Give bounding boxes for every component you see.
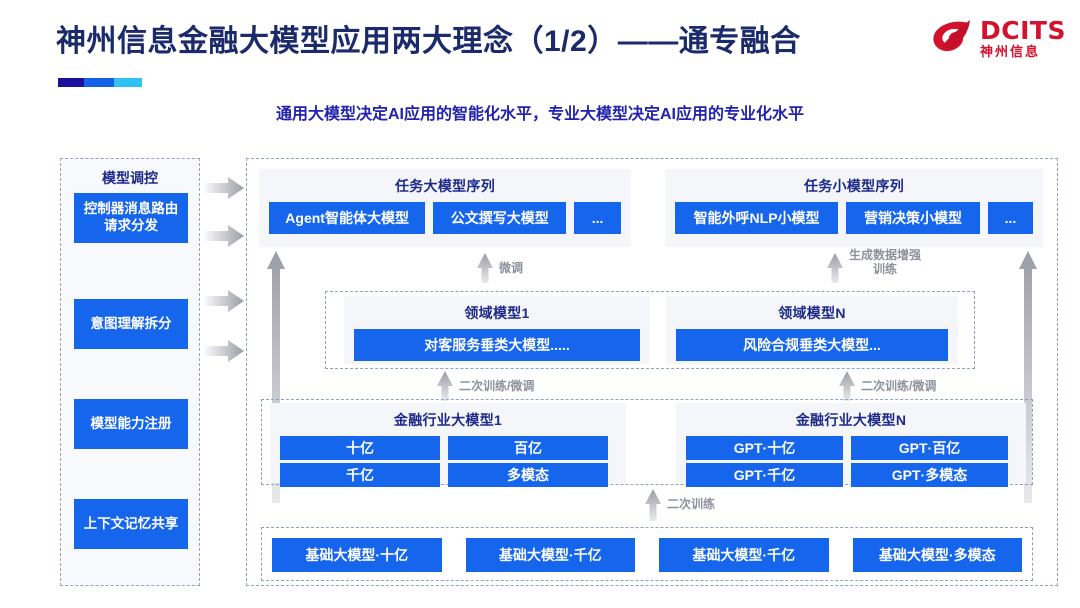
model-control-panel: 模型调控 控制器消息路由请求分发 意图理解拆分 模型能力注册 上下文记忆共享 xyxy=(60,158,200,586)
arrow-label-retrain: 二次训练 xyxy=(667,497,716,511)
domain-model-1-row: 对客服务垂类大模型..... xyxy=(344,323,650,369)
dcits-swirl-icon xyxy=(933,20,971,52)
flow-arrow-up-long-left xyxy=(267,251,285,503)
industry-box-gpt-multimodal[interactable]: GPT·多模态 xyxy=(851,463,1008,487)
domain-model-group-1: 领域模型1 对客服务垂类大模型..... xyxy=(344,296,650,364)
page-title: 神州信息金融大模型应用两大理念（1/2）——通专融合 xyxy=(56,25,801,58)
control-item-context[interactable]: 上下文记忆共享 xyxy=(74,499,188,549)
task-box-doc[interactable]: 公文撰写大模型 xyxy=(433,202,567,234)
task-box-nlp[interactable]: 智能外呼NLP小模型 xyxy=(675,202,839,234)
industry-model-1-row-1: 十亿 百亿 xyxy=(270,430,626,463)
logo-text-cn: 神州信息 xyxy=(980,44,1041,59)
task-big-model-row: Agent智能体大模型 公文撰写大模型 ... xyxy=(259,196,631,242)
logo-text-en: DCITS xyxy=(980,16,1066,45)
domain-model-n-row: 风险合规垂类大模型... xyxy=(666,323,958,369)
industry-box-10b[interactable]: 百亿 xyxy=(448,436,608,460)
flow-arrow-up-retrain-left xyxy=(437,371,453,401)
accent-segment-3 xyxy=(114,78,142,87)
task-box-agent[interactable]: Agent智能体大模型 xyxy=(269,202,426,234)
foundation-box-1b[interactable]: 基础大模型·十亿 xyxy=(272,538,442,572)
task-small-model-group: 任务小模型序列 智能外呼NLP小模型 营销决策小模型 ... xyxy=(665,169,1043,247)
domain-model-container: 领域模型1 对客服务垂类大模型..... 领域模型N 风险合规垂类大模型... xyxy=(325,291,975,369)
domain-model-n-title: 领域模型N xyxy=(778,305,846,321)
flow-arrow-up-retrain-right xyxy=(839,371,855,401)
foundation-box-100b[interactable]: 基础大模型·千亿 xyxy=(465,538,635,572)
foundation-box-multimodal[interactable]: 基础大模型·多模态 xyxy=(852,538,1022,572)
industry-model-1-title: 金融行业大模型1 xyxy=(393,412,503,428)
foundation-box-100b-2[interactable]: 基础大模型·千亿 xyxy=(659,538,829,572)
accent-segment-2 xyxy=(84,78,114,87)
industry-model-group-n: 金融行业大模型N GPT·十亿 GPT·百亿 GPT·千亿 GPT·多模态 xyxy=(676,403,1026,487)
foundation-model-container: 基础大模型·十亿 基础大模型·千亿 基础大模型·千亿 基础大模型·多模态 xyxy=(261,527,1033,581)
task-small-model-title: 任务小模型序列 xyxy=(803,178,905,194)
foundation-model-row: 基础大模型·十亿 基础大模型·千亿 基础大模型·千亿 基础大模型·多模态 xyxy=(262,528,1032,582)
industry-box-gpt-10b[interactable]: GPT·百亿 xyxy=(851,436,1008,460)
flow-arrow-right-1 xyxy=(204,177,244,199)
domain-model-group-n: 领域模型N 风险合规垂类大模型... xyxy=(666,296,958,364)
domain-model-1-title: 领域模型1 xyxy=(464,305,530,321)
domain-box-customer-service[interactable]: 对客服务垂类大模型..... xyxy=(354,329,640,361)
task-big-model-title: 任务大模型序列 xyxy=(394,178,496,194)
task-box-more-2[interactable]: ... xyxy=(987,202,1033,234)
task-big-model-group: 任务大模型序列 Agent智能体大模型 公文撰写大模型 ... xyxy=(259,169,631,247)
control-item-router[interactable]: 控制器消息路由请求分发 xyxy=(74,193,188,243)
flow-arrow-right-4 xyxy=(204,340,244,362)
industry-box-gpt-100b[interactable]: GPT·千亿 xyxy=(686,463,843,487)
flow-arrow-up-long-right xyxy=(1019,251,1037,503)
brand-logo: DCITS 神州信息 xyxy=(930,18,1066,58)
arrow-label-retrain-finetune-right: 二次训练/微调 xyxy=(861,379,937,393)
industry-model-n-title: 金融行业大模型N xyxy=(795,412,907,428)
task-box-more[interactable]: ... xyxy=(574,202,622,234)
arrow-label-finetune: 微调 xyxy=(499,261,524,275)
task-box-marketing[interactable]: 营销决策小模型 xyxy=(846,202,980,234)
flow-arrow-right-2 xyxy=(204,225,244,247)
flow-arrow-right-3 xyxy=(204,290,244,312)
title-accent-bar xyxy=(58,78,142,87)
industry-model-n-row-2: GPT·千亿 GPT·多模态 xyxy=(676,463,1026,495)
industry-box-1b[interactable]: 十亿 xyxy=(280,436,440,460)
industry-model-group-1: 金融行业大模型1 十亿 百亿 千亿 多模态 xyxy=(270,403,626,487)
industry-model-n-row-1: GPT·十亿 GPT·百亿 xyxy=(676,430,1026,463)
model-control-title: 模型调控 xyxy=(102,170,158,186)
flow-arrow-up-retrain-center xyxy=(645,489,661,521)
control-item-registry[interactable]: 模型能力注册 xyxy=(74,399,188,449)
industry-box-multimodal[interactable]: 多模态 xyxy=(448,463,608,487)
task-small-model-row: 智能外呼NLP小模型 营销决策小模型 ... xyxy=(665,196,1043,242)
arrow-label-retrain-finetune-left: 二次训练/微调 xyxy=(459,379,535,393)
arrow-label-data-aug: 生成数据增强 训练 xyxy=(849,248,922,276)
accent-segment-1 xyxy=(58,78,84,87)
industry-model-1-row-2: 千亿 多模态 xyxy=(270,463,626,495)
control-item-intent[interactable]: 意图理解拆分 xyxy=(74,299,188,349)
architecture-diagram: 任务大模型序列 Agent智能体大模型 公文撰写大模型 ... 任务小模型序列 … xyxy=(246,158,1058,586)
industry-box-100b[interactable]: 千亿 xyxy=(280,463,440,487)
flow-arrow-up-data-aug xyxy=(827,253,843,283)
flow-arrow-up-finetune xyxy=(477,253,493,283)
industry-box-gpt-1b[interactable]: GPT·十亿 xyxy=(686,436,843,460)
domain-box-risk-compliance[interactable]: 风险合规垂类大模型... xyxy=(676,329,948,361)
page-subtitle: 通用大模型决定AI应用的智能化水平，专业大模型决定AI应用的专业化水平 xyxy=(275,106,804,123)
industry-model-container: 金融行业大模型1 十亿 百亿 千亿 多模态 金融行业大模型N GPT·十亿 GP… xyxy=(261,399,1033,487)
